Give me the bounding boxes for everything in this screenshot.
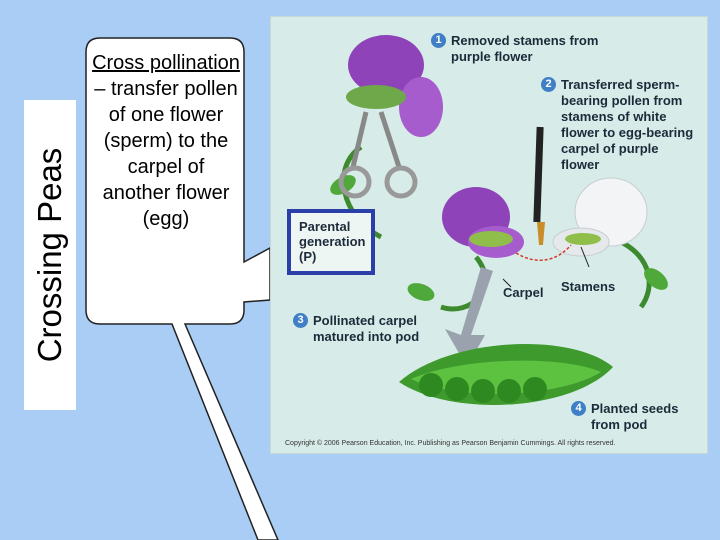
side-title: Crossing Peas (24, 100, 76, 410)
paintbrush-icon (533, 126, 545, 245)
purple-flower-middle (442, 187, 524, 258)
callout-text: Cross pollination – transfer pollen of o… (92, 50, 240, 232)
scissors-icon (338, 111, 418, 199)
white-flower (552, 177, 648, 257)
callout-term: Cross pollination (92, 52, 240, 74)
stamens-label: Stamens (561, 279, 616, 294)
copyright-text: Copyright © 2006 Pearson Education, Inc.… (285, 440, 616, 447)
figure-illustration (330, 35, 668, 405)
down-arrow-icon (445, 267, 493, 367)
parental-generation-box: Parental generation (P) (287, 209, 375, 275)
pea-pod (399, 344, 613, 405)
purple-flower-top (346, 35, 443, 137)
callout-definition: – transfer pollen of one flower (sperm) … (94, 78, 238, 230)
carpel-label: Carpel (503, 285, 544, 300)
